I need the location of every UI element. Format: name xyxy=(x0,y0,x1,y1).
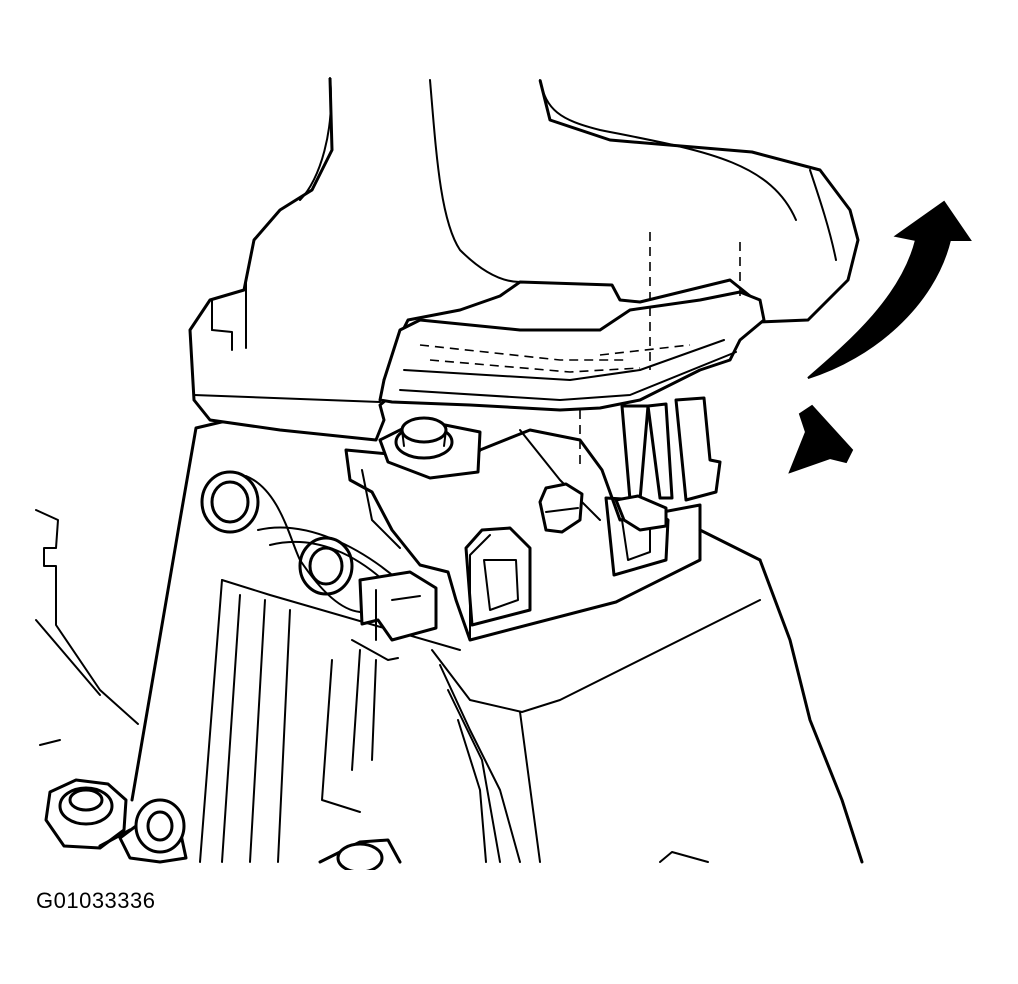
figure-code: G01033336 xyxy=(36,888,156,913)
direction-arrow-icon xyxy=(788,404,854,474)
removal-direction-arrows xyxy=(788,200,972,474)
left-background-housing xyxy=(35,509,139,746)
pivot-pins-and-spring xyxy=(200,470,421,661)
curved-arrow-icon xyxy=(807,200,972,379)
latch-clip xyxy=(358,570,438,642)
shifter-stud xyxy=(378,416,482,480)
shift-lever-boot-illustration xyxy=(35,77,972,870)
retainer-tabs xyxy=(614,396,722,532)
shift-lever-boot xyxy=(188,77,860,470)
shifter-base-housing xyxy=(130,418,864,870)
nut-and-bolt xyxy=(44,778,188,864)
